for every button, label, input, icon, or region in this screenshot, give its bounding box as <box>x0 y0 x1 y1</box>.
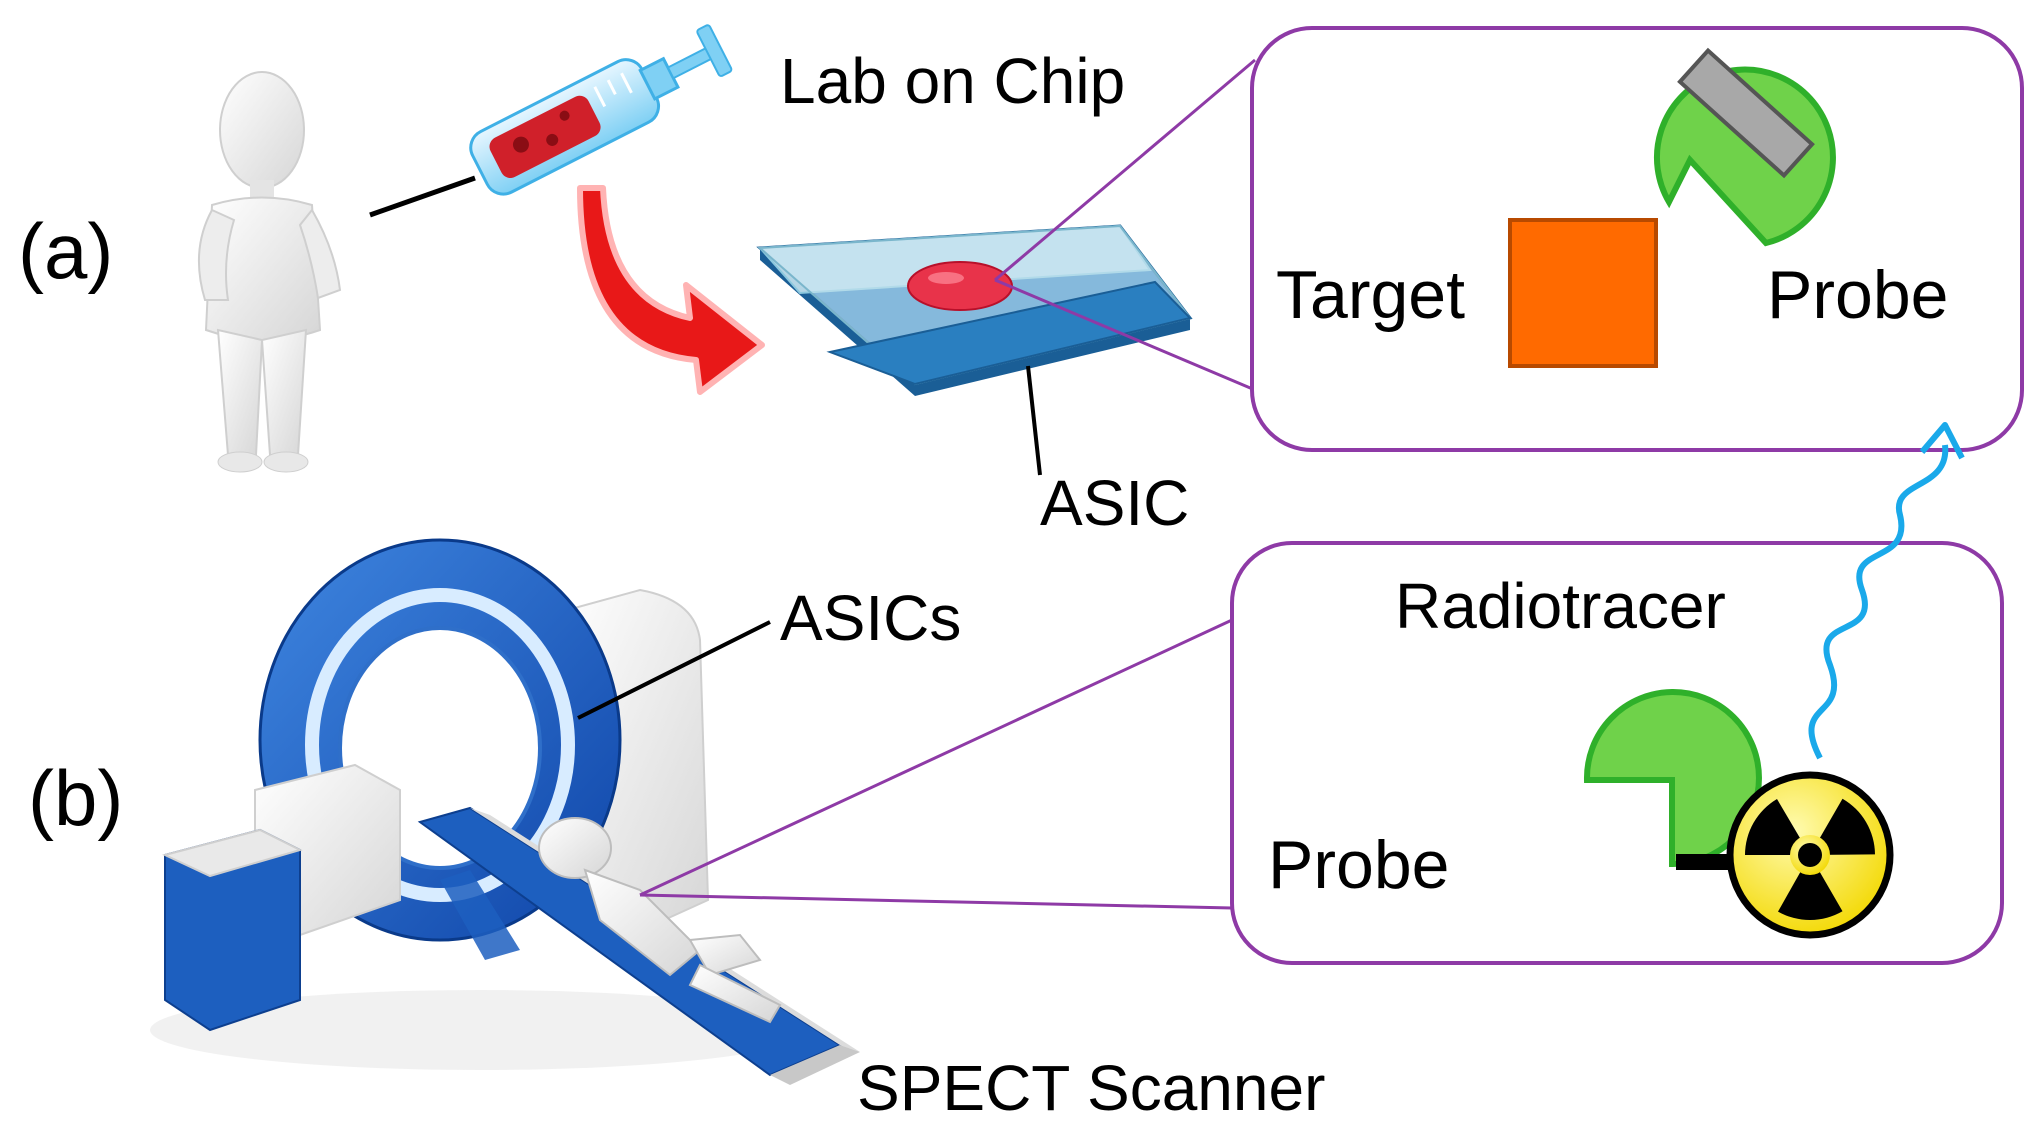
curved-arrow <box>577 185 765 395</box>
patient-figure <box>538 817 782 1024</box>
sample-drop <box>907 261 1013 311</box>
zoom-line-b-bottom <box>639 893 1233 910</box>
radiation-icon <box>1726 771 1894 939</box>
inset-radiotracer: Radiotracer Probe <box>1230 422 2004 965</box>
inset-target-probe: Target Probe <box>1250 26 2024 452</box>
scanner-label: SPECT Scanner <box>857 1052 1325 1124</box>
asics-leader-line <box>577 620 771 720</box>
panel-a-label: (a) <box>18 207 113 295</box>
probe-shape-a <box>1653 66 1836 247</box>
needle-line <box>369 175 476 218</box>
gamma-wave-icon <box>1808 422 1965 760</box>
target-square <box>1508 218 1658 368</box>
asic-leader-line <box>1026 365 1042 476</box>
probe-label-a: Probe <box>1767 257 1948 333</box>
probe-plate <box>1677 47 1815 179</box>
scanner-icon <box>150 538 860 1085</box>
asics-label: ASICs <box>780 582 961 654</box>
panel-b: (b) A <box>28 422 2004 1124</box>
syringe-icon <box>469 24 733 196</box>
person-figure <box>197 71 342 473</box>
radiotracer-label: Radiotracer <box>1395 570 1726 642</box>
lab-on-chip-label: Lab on Chip <box>780 45 1125 117</box>
probe-shape-b <box>1583 689 1762 868</box>
asic-label: ASIC <box>1040 467 1189 539</box>
chip-icon <box>756 224 1193 396</box>
panel-a: (a) <box>18 24 2024 539</box>
panel-b-label: (b) <box>28 754 123 842</box>
zoom-line-top <box>994 58 1256 282</box>
zoom-line-bottom <box>994 278 1256 392</box>
probe-label-b: Probe <box>1268 827 1449 903</box>
target-label: Target <box>1276 257 1465 333</box>
zoom-line-b-top <box>639 618 1233 897</box>
